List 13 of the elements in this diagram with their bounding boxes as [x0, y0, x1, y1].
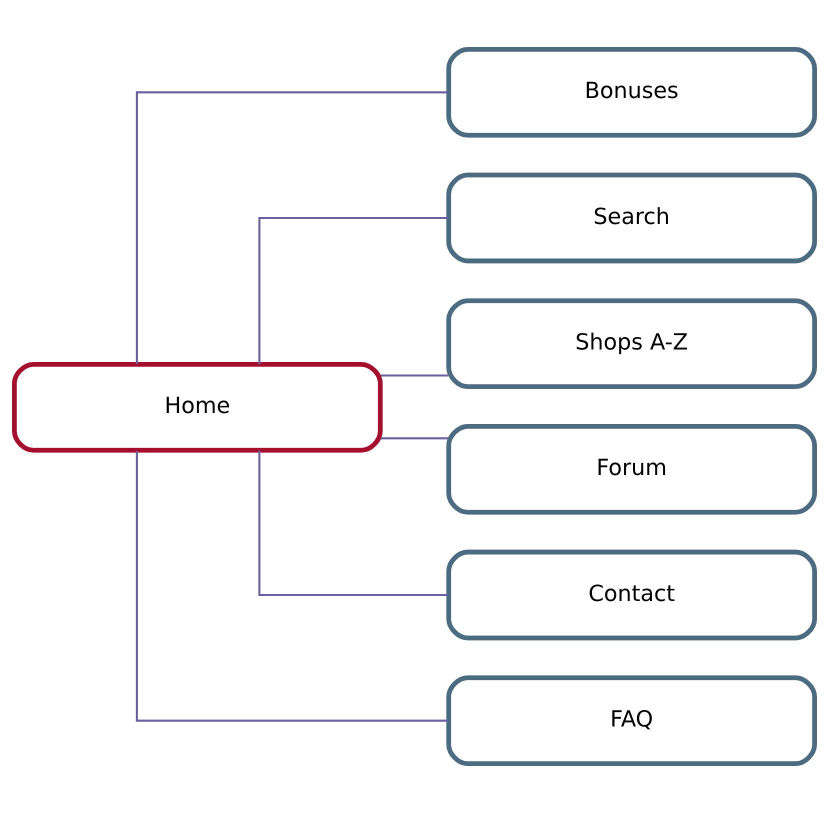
node-box: Contact: [446, 550, 817, 640]
connector: [258, 216, 448, 364]
node-box: Home: [12, 362, 383, 453]
node-box: Shops A-Z: [446, 298, 817, 389]
node-box: FAQ: [446, 675, 817, 766]
connector: [380, 437, 448, 440]
connector: [136, 91, 448, 364]
node-box: Bonuses: [446, 46, 817, 138]
connector: [136, 450, 448, 722]
connector: [380, 374, 448, 377]
node-box: Forum: [446, 424, 817, 515]
connector: [258, 450, 448, 596]
node-box: Search: [446, 172, 817, 264]
